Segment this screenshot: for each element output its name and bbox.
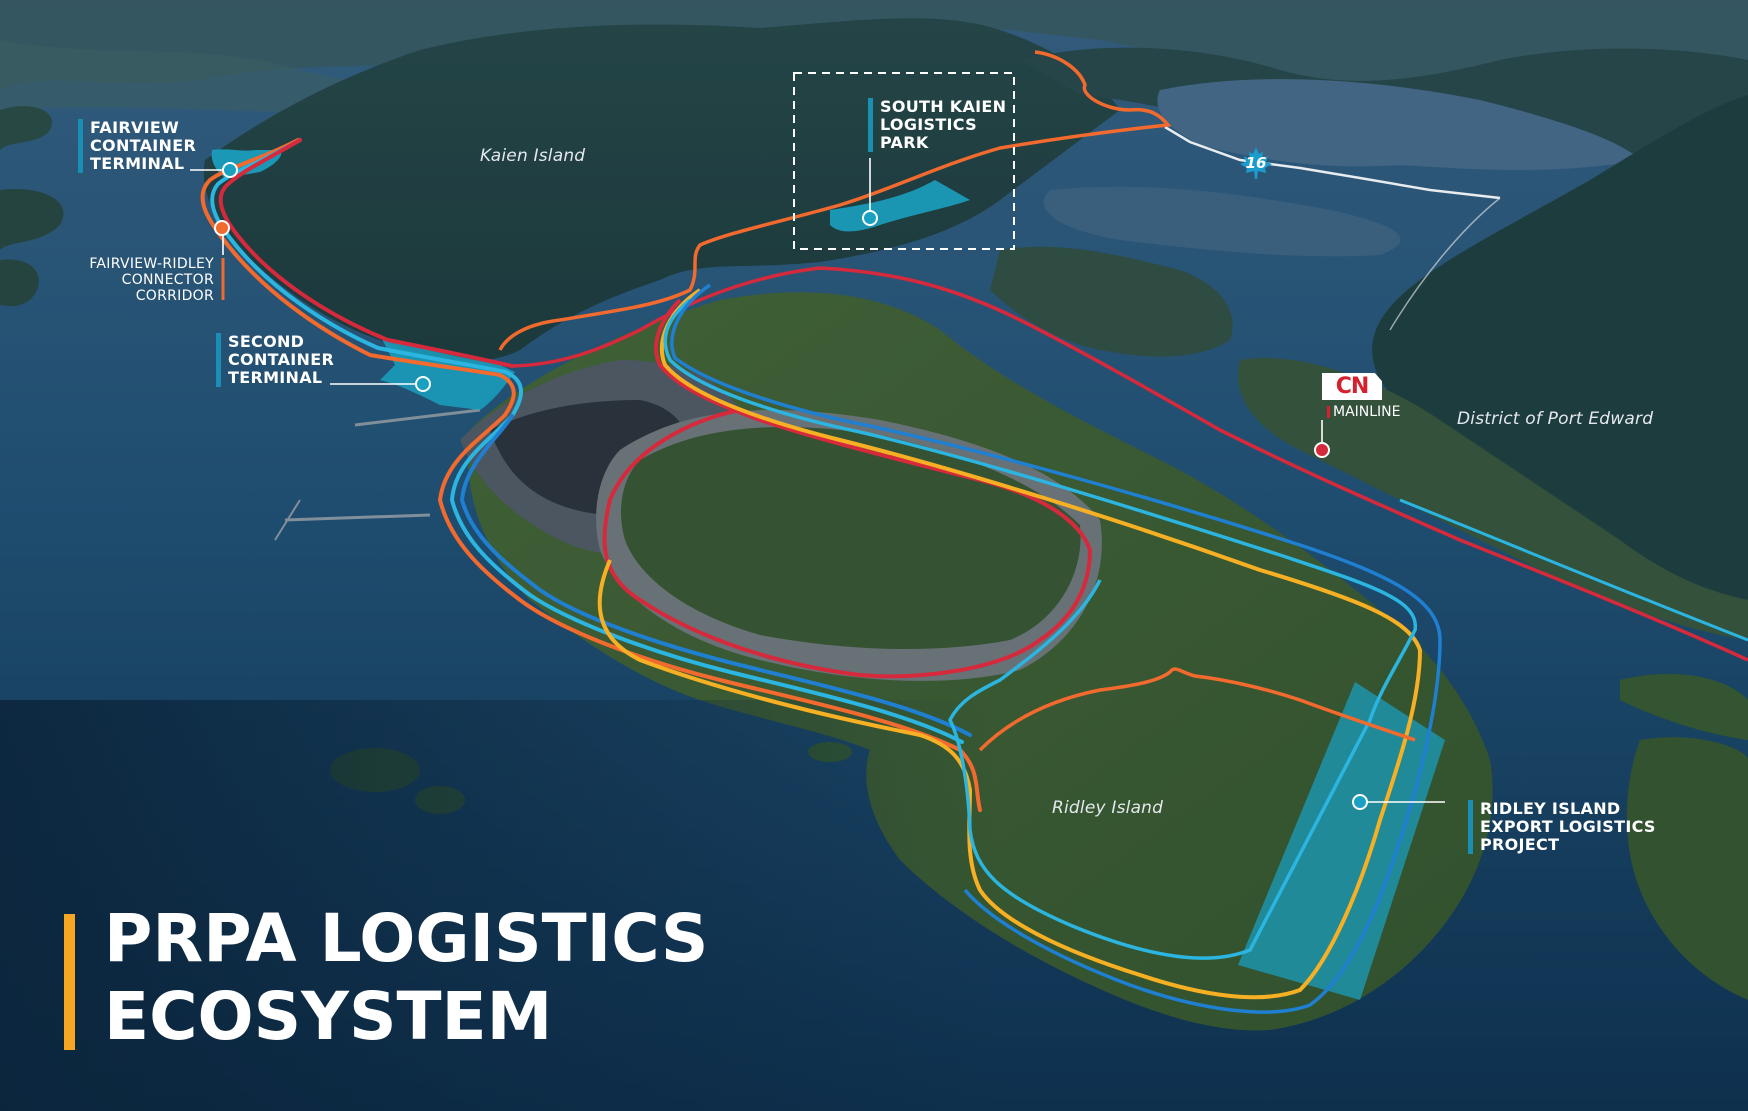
label-bar — [1327, 406, 1330, 418]
cn-mainline-marker — [1314, 442, 1330, 458]
map-markers — [214, 162, 1368, 810]
callout-ridley-export-logistics: RIDLEY ISLAND EXPORT LOGISTICS PROJECT — [1468, 800, 1656, 854]
label-bar — [1468, 800, 1473, 854]
label-bar — [868, 98, 873, 152]
maple-leaf-icon — [1240, 147, 1272, 179]
south-kaien-marker — [862, 210, 878, 226]
ridley-export-site — [1238, 682, 1445, 1000]
highway-number: 16 — [1245, 154, 1267, 172]
callout-connector-corridor: FAIRVIEW-RIDLEY CONNECTOR CORRIDOR — [89, 256, 214, 304]
label-bar — [216, 333, 221, 387]
connector-marker — [214, 220, 230, 236]
highway-16-shield: 16 — [1238, 145, 1274, 181]
place-port-edward: District of Port Edward — [1457, 409, 1654, 429]
cn-mainline-label: MAINLINE — [1327, 404, 1401, 420]
cn-logo: CN — [1322, 373, 1382, 400]
callout-fairview-container-terminal: FAIRVIEW CONTAINER TERMINAL — [78, 119, 196, 173]
place-ridley-island: Ridley Island — [1052, 798, 1164, 818]
title-line-1: PRPA LOGISTICS — [104, 900, 709, 977]
place-kaien-island: Kaien Island — [480, 146, 586, 166]
callout-south-kaien-logistics-park: SOUTH KAIEN LOGISTICS PARK — [868, 98, 1006, 152]
callout-second-container-terminal: SECOND CONTAINER TERMINAL — [216, 333, 334, 387]
fairview-marker — [222, 162, 238, 178]
second-terminal-marker — [415, 376, 431, 392]
ridley-export-marker — [1352, 794, 1368, 810]
title-accent-bar — [64, 914, 75, 1050]
page-title: PRPA LOGISTICS ECOSYSTEM — [64, 900, 708, 1056]
title-line-2: ECOSYSTEM — [104, 978, 553, 1055]
label-bar — [78, 119, 83, 173]
south-kaien-dashed-box — [793, 72, 1015, 250]
